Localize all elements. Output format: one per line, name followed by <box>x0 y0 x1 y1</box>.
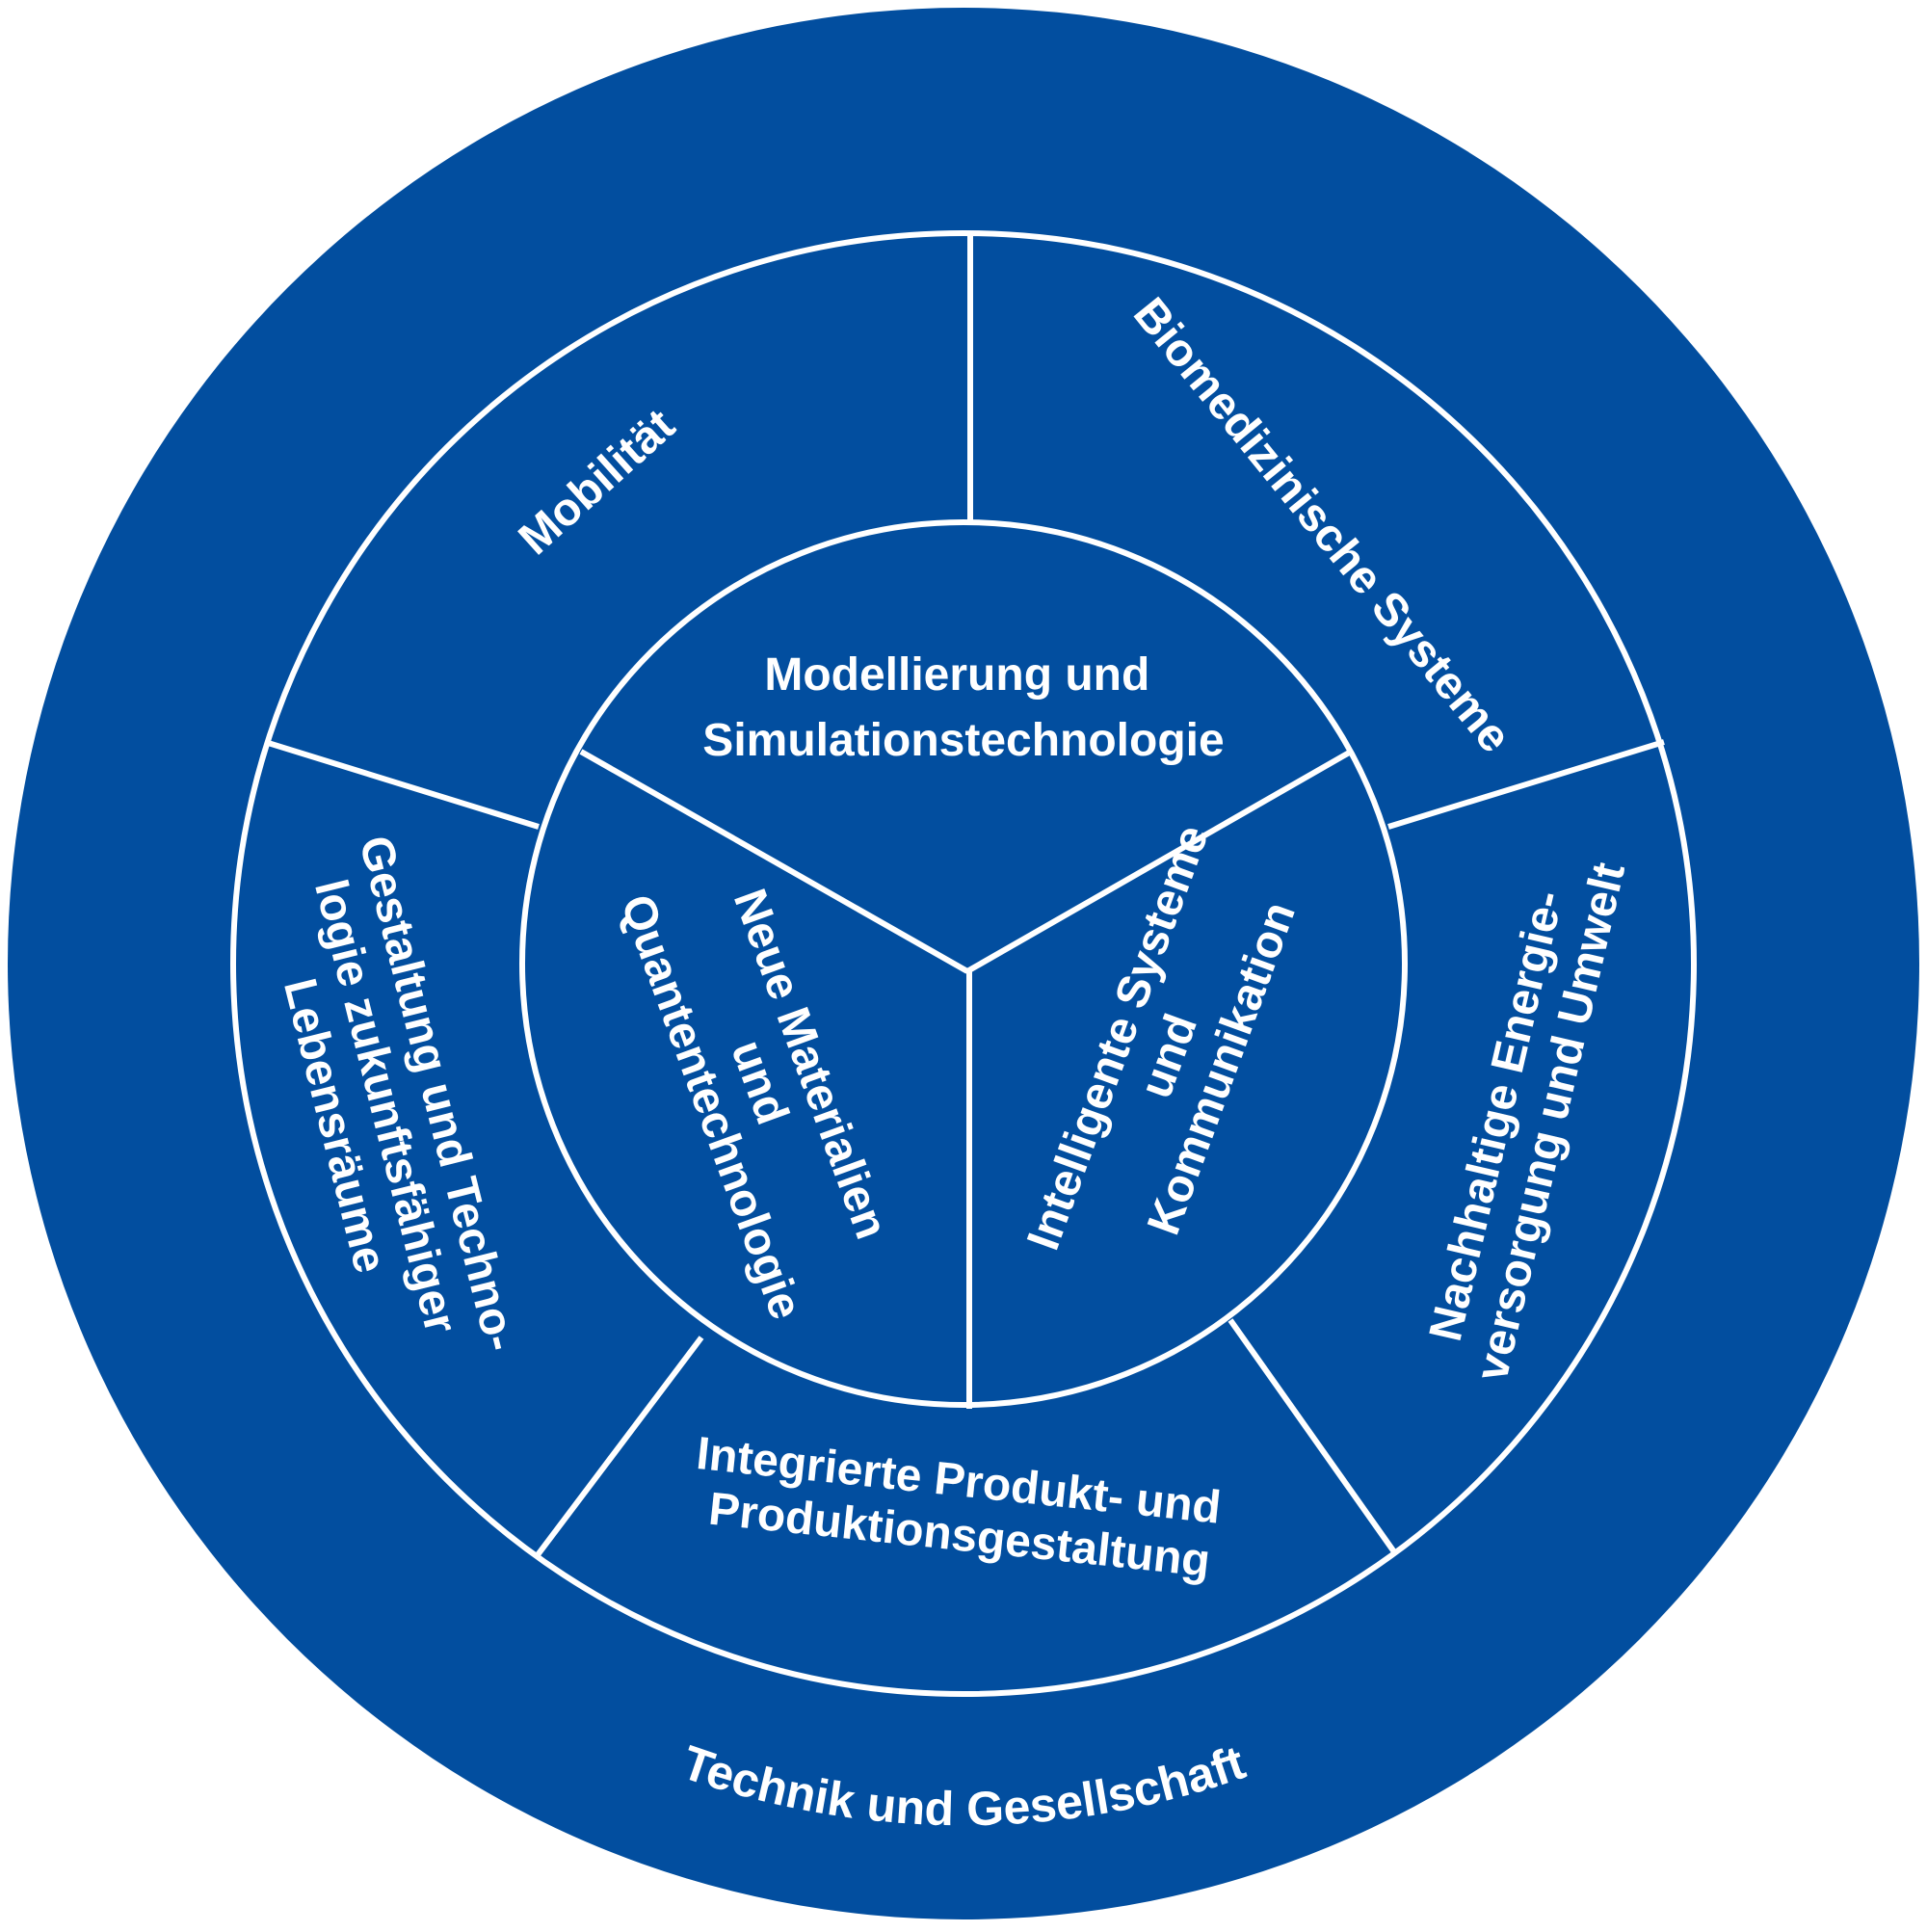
inner-divider-left <box>579 749 969 974</box>
divider-biomedizin-energie <box>1387 739 1665 830</box>
divider-lebensraeume-mobilitaet <box>264 739 540 830</box>
divider-energie-produktion <box>1227 1318 1398 1555</box>
label-modellierung: Modellierung und Simulationstechnologie <box>702 649 1224 766</box>
outer-ring <box>8 8 1919 1919</box>
divider-produktion-lebensraeume <box>534 1336 704 1558</box>
inner-circle-boundary <box>519 519 1408 1408</box>
middle-ring-boundary <box>230 230 1697 1697</box>
inner-divider-right <box>965 749 1353 974</box>
